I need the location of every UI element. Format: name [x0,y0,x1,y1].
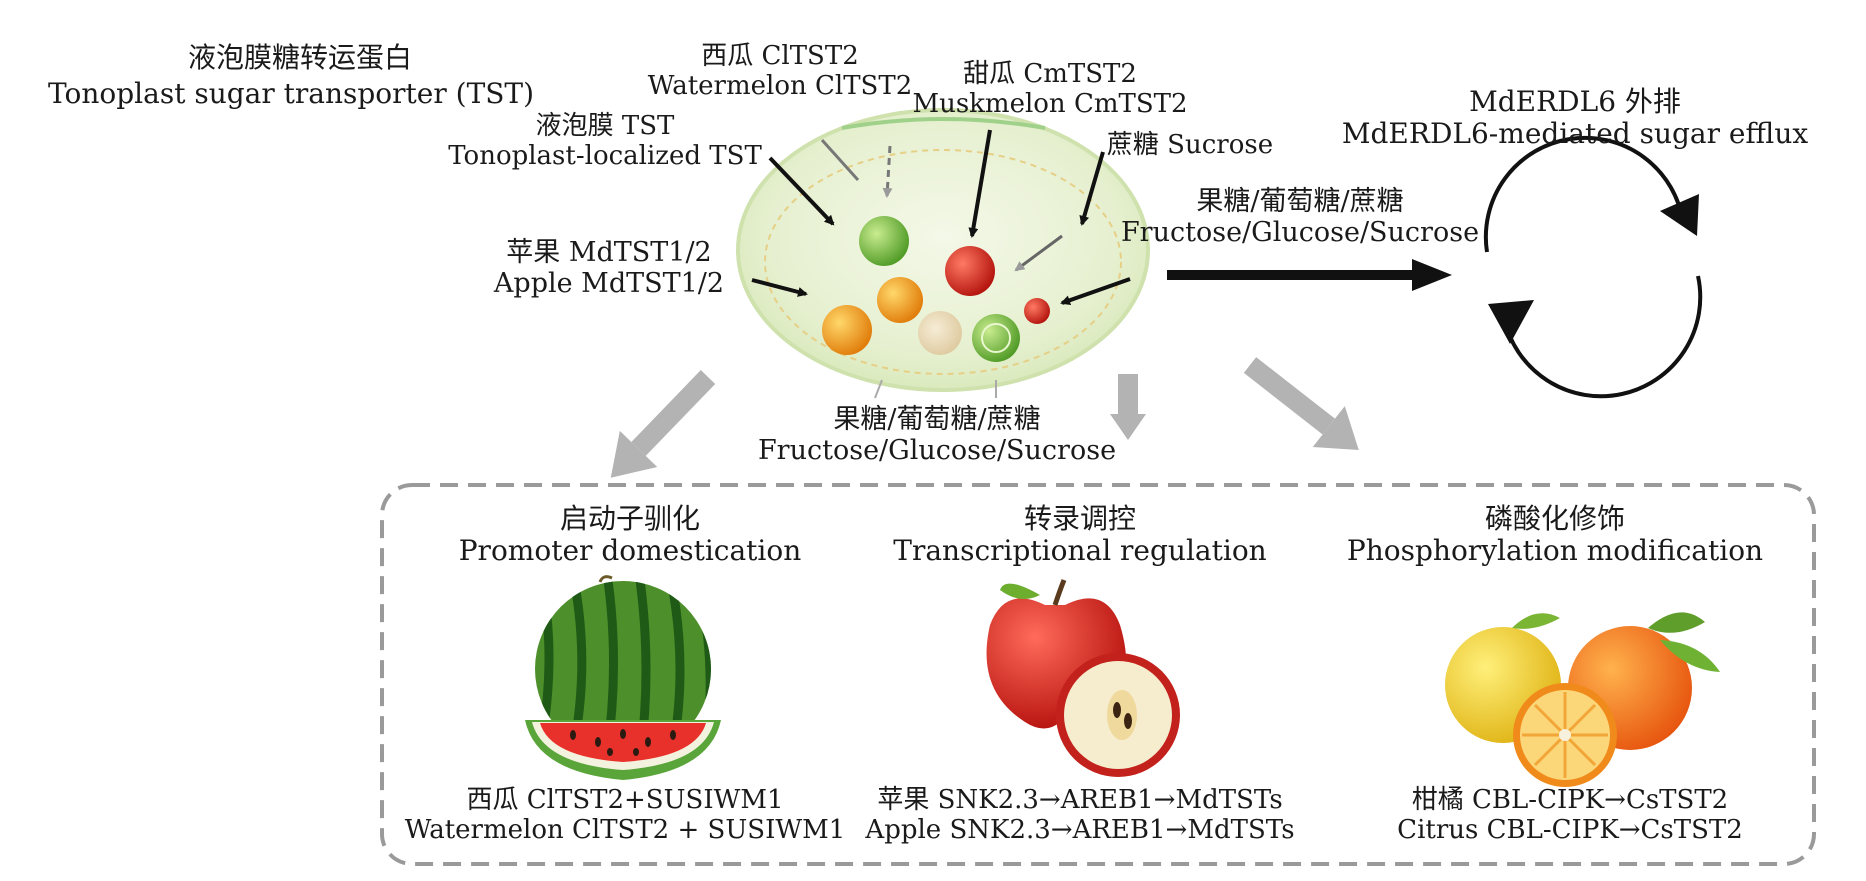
gray-arrows [610,357,1359,478]
label-efflux-sugars: 果糖/葡萄糖/蔗糖 Fructose/Glucose/Sucrose [1120,186,1480,249]
label-apple-mdtst: 苹果 MdTST1/2 Apple MdTST1/2 [493,237,725,300]
red-sugar-molecule [1024,298,1050,324]
transport-arrow [1014,234,1063,272]
red-sugar-molecule [945,246,995,296]
efflux-cycle-icon [1483,135,1703,399]
label-sucrose: 蔗糖 Sucrose [1106,130,1274,160]
apple-icon [986,579,1180,777]
transport-arrow [882,145,893,198]
mechanisms-box [380,483,1816,866]
orange-sugar-molecule [822,305,872,355]
watermelon-icon [525,575,721,780]
transport-arrow [768,156,835,226]
green-sugar-molecule [972,314,1020,362]
beige-sugar-molecule [918,311,962,355]
mechanism-title-promoter: 启动子驯化 Promoter domestication [458,502,802,568]
label-mderdl6-efflux: MdERDL6 外排 MdERDL6-mediated sugar efflux [1341,85,1809,151]
sugar-molecules [822,216,1050,399]
mechanism-caption-apple: 苹果 SNK2.3→AREB1→MdTSTs Apple SNK2.3→AREB… [865,785,1295,845]
efflux-arrow [1167,259,1452,291]
orange-sugar-molecule [877,277,923,323]
transport-arrow [968,129,992,238]
mechanism-title-transcriptional: 转录调控 Transcriptional regulation [893,502,1267,568]
label-watermelon-cltst2: 西瓜 ClTST2 Watermelon ClTST2 [647,41,913,101]
mechanism-caption-watermelon: 西瓜 ClTST2+SUSIWM1 Watermelon ClTST2 + SU… [404,785,846,845]
label-sugars-vacuole: 果糖/葡萄糖/蔗糖 Fructose/Glucose/Sucrose [757,404,1117,467]
label-tonoplast-tst: 液泡膜 TST Tonoplast-localized TST [448,111,762,171]
mechanism-title-phosphorylation: 磷酸化修饰 Phosphorylation modification [1346,502,1764,568]
transport-arrow [1079,151,1105,226]
transport-arrow [751,278,808,297]
green-sugar-molecule [859,216,909,266]
transport-arrow [1060,277,1131,306]
diagram-title-zh: 液泡膜糖转运蛋白 [187,41,412,74]
diagram-title-en: Tonoplast sugar transporter (TST) [48,77,535,110]
mechanism-caption-citrus: 柑橘 CBL-CIPK→CsTST2 Citrus CBL-CIPK→CsTST… [1397,785,1743,845]
transport-arrows [751,129,1131,306]
citrus-icon [1445,612,1720,787]
label-muskmelon-cmtst2: 甜瓜 CmTST2 Muskmelon CmTST2 [912,59,1188,119]
transport-arrow [820,138,860,182]
